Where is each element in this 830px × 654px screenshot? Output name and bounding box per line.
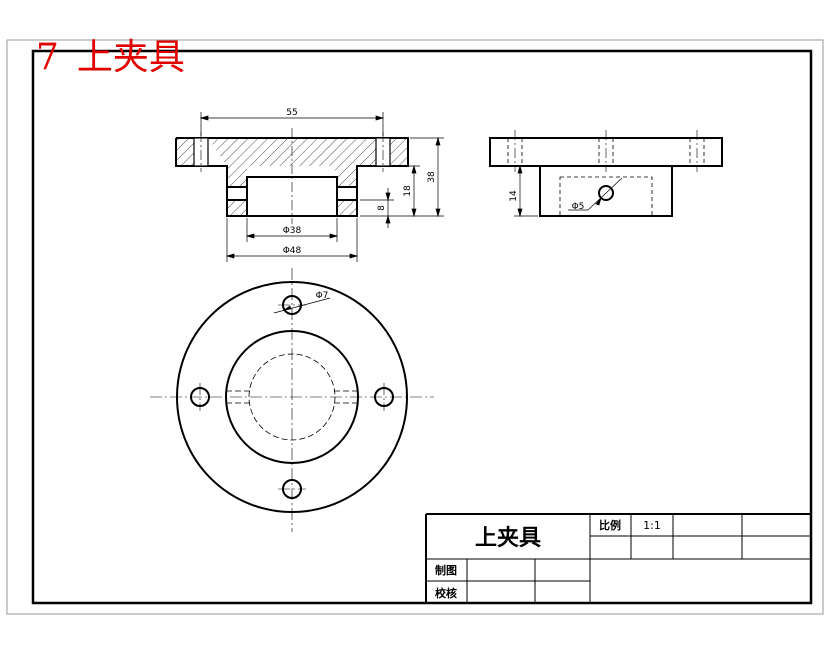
- title-block: 上夹具 比例 1:1 制图 校核: [425, 513, 811, 603]
- dim-side-height: 14: [509, 190, 519, 202]
- front-section-view: 55 Φ38 Φ48 38 18 8: [175, 108, 444, 262]
- title-block-part-name: 上夹具: [475, 526, 541, 551]
- heading-title: 上夹具: [76, 37, 185, 78]
- dim-outer-diameter: Φ48: [283, 246, 302, 256]
- dim-flange-height: 18: [403, 185, 413, 197]
- drawing-frame: [31, 49, 813, 605]
- dim-top-width: 55: [286, 108, 297, 118]
- sheet-border: [6, 39, 824, 615]
- dim-bolt-hole: Φ7: [316, 291, 329, 301]
- dim-step-height: 8: [377, 205, 387, 211]
- top-view: Φ7: [150, 268, 434, 532]
- title-block-scale-value: 1:1: [643, 519, 661, 532]
- title-block-drawn-label: 制图: [435, 563, 457, 577]
- side-view: 14 Φ5: [489, 130, 723, 218]
- title-block-scale-label: 比例: [599, 518, 621, 532]
- dim-side-hole: Φ5: [572, 202, 585, 212]
- drawing-heading: 7 上夹具: [36, 36, 185, 80]
- heading-number: 7: [36, 37, 59, 78]
- dim-total-height: 38: [427, 171, 437, 183]
- title-block-checked-label: 校核: [435, 586, 457, 600]
- dim-inner-diameter: Φ38: [283, 226, 302, 236]
